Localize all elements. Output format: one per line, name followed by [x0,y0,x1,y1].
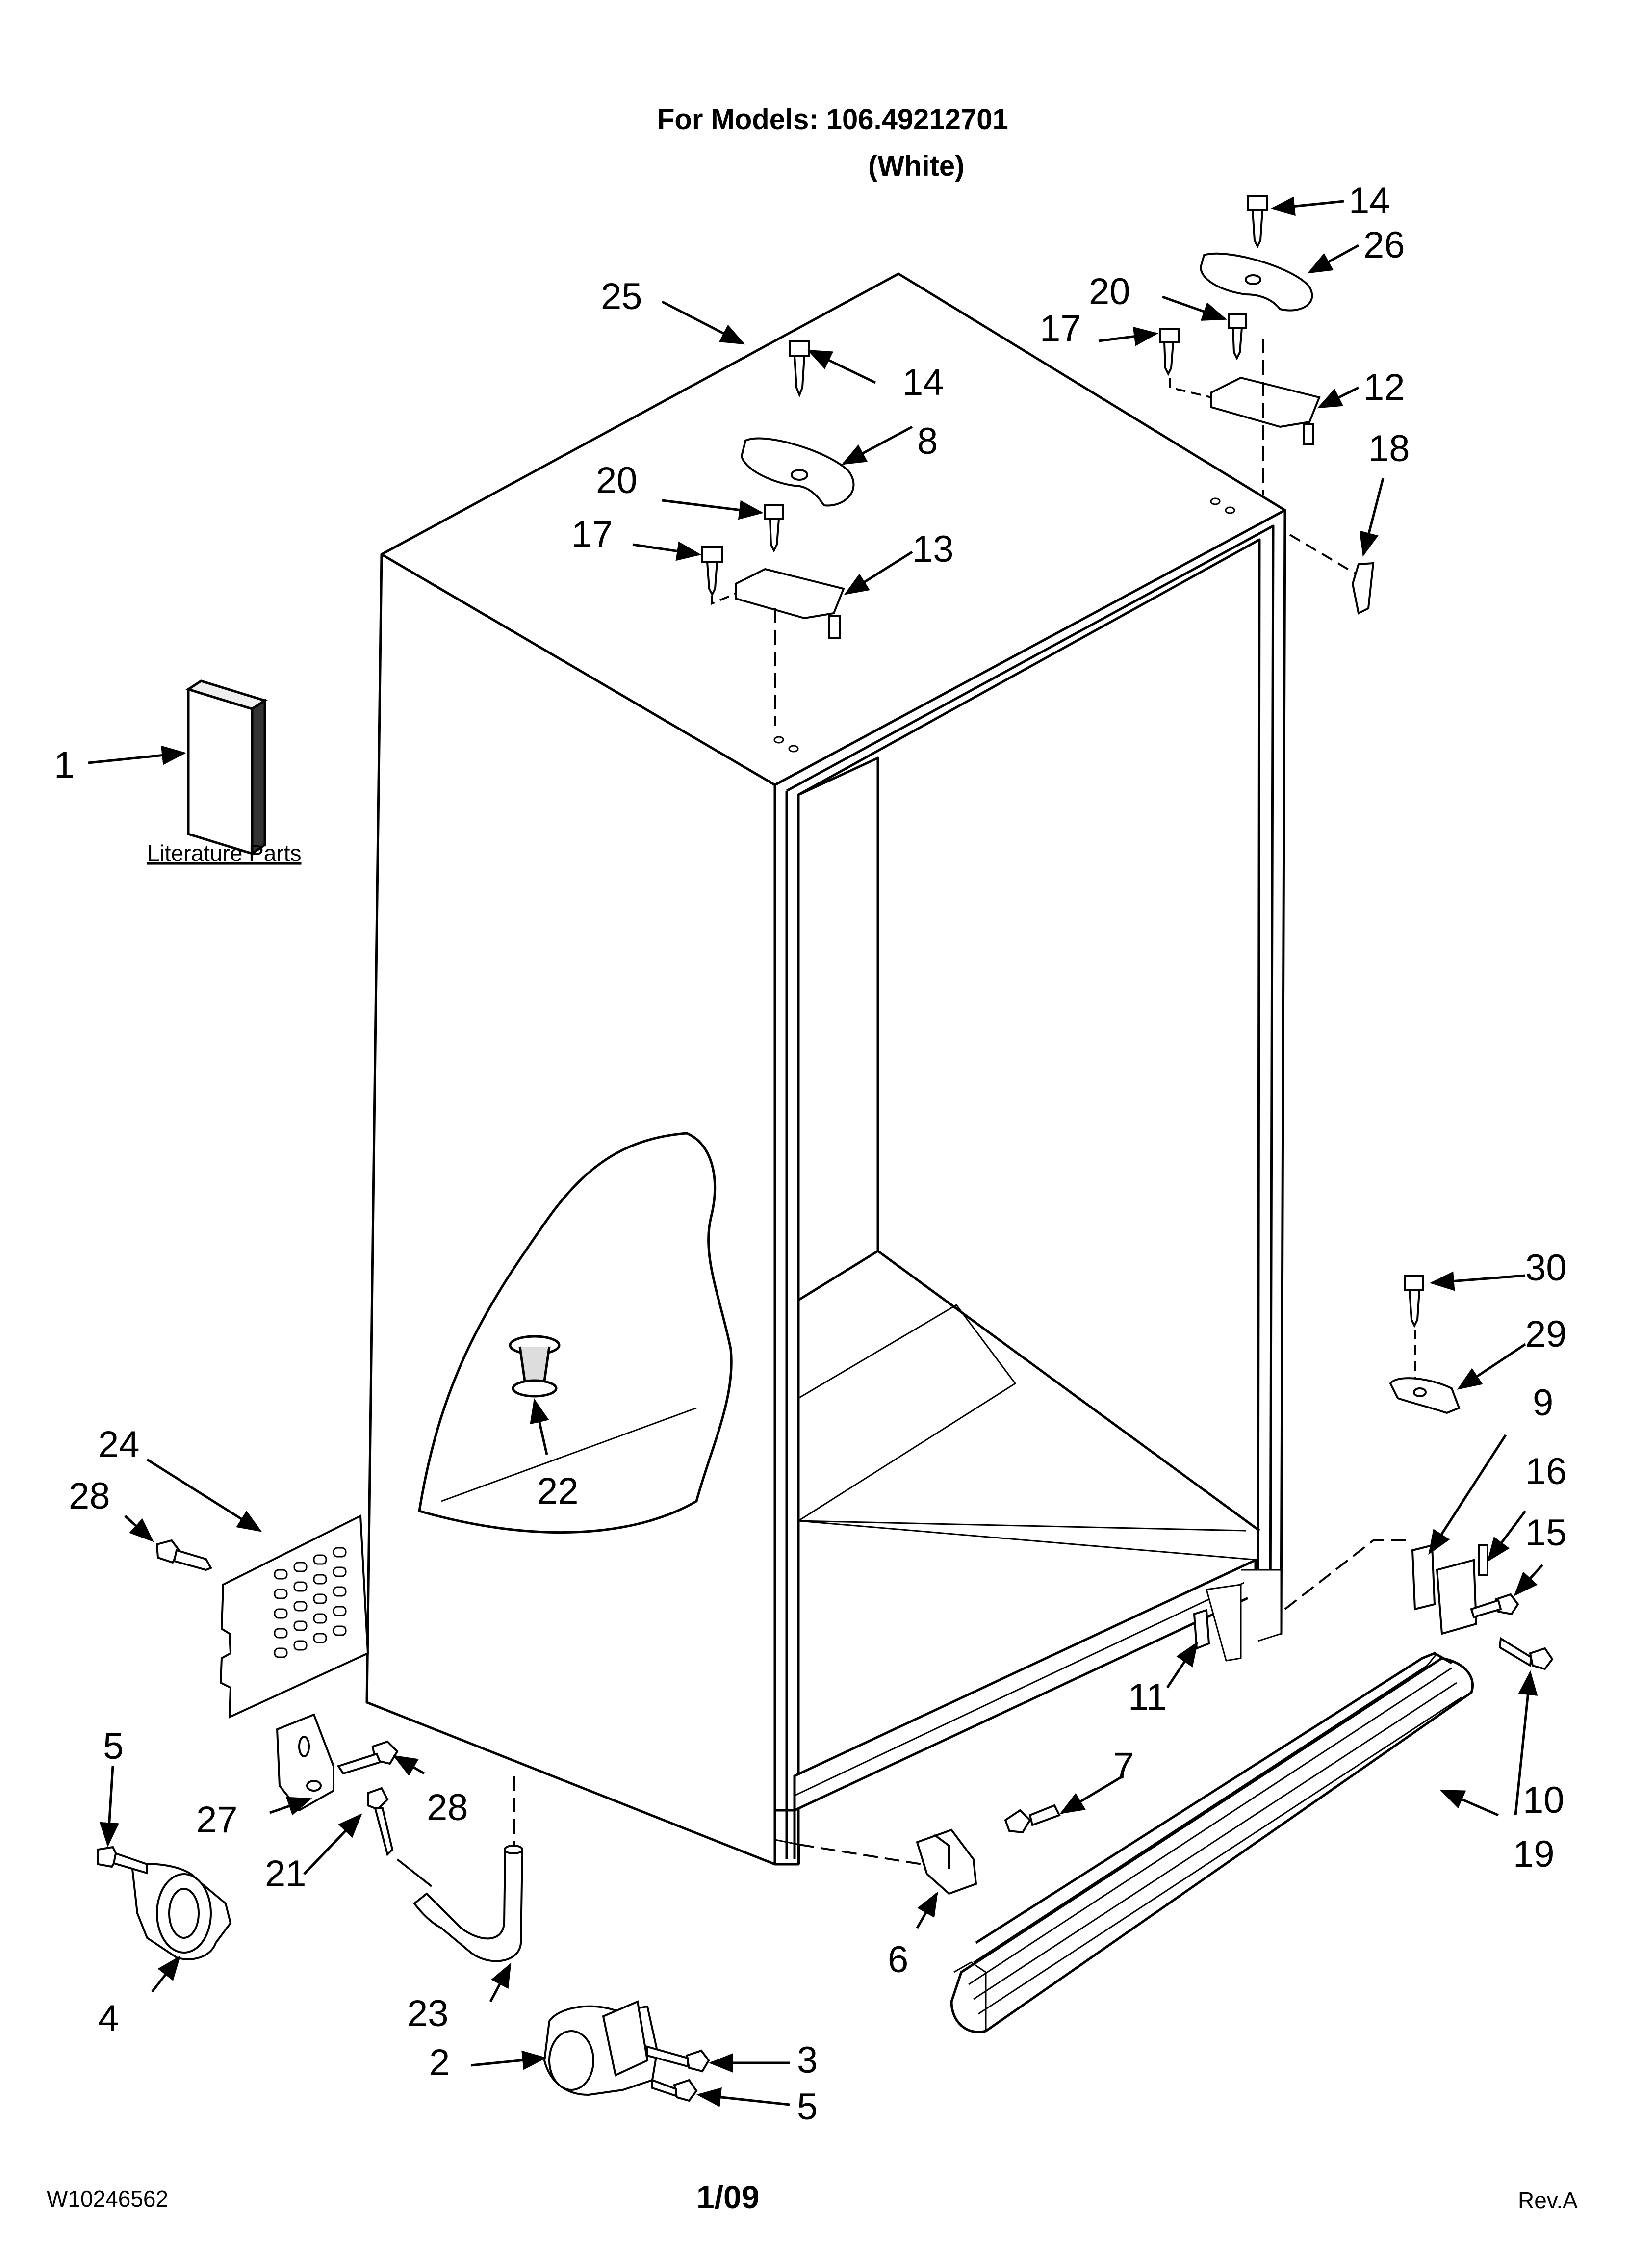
callout-20-right: 20 [1089,271,1130,313]
bottom-hinge-assembly [1284,1275,1554,1670]
callout-2: 2 [429,2042,450,2084]
callout-12: 12 [1363,366,1405,408]
grille-clips [799,1609,1210,1895]
callout-25: 25 [601,276,642,317]
callout-3: 3 [797,2039,818,2081]
callout-8: 8 [917,420,938,462]
callout-20-left: 20 [596,460,638,501]
page-number: 1/09 [696,2179,760,2215]
callout-5-left: 5 [103,1725,124,1767]
callout-numbers: 1 25 14 8 20 17 13 14 26 20 17 12 18 22 … [54,180,1567,2128]
leader-arrows [88,196,1543,2107]
callout-22: 22 [537,1470,579,1512]
callout-10: 10 [1523,1779,1565,1821]
front-roller-assembly [543,2000,710,2102]
rear-roller-assembly [97,1713,524,1962]
callout-14-right: 14 [1349,180,1390,222]
callout-30: 30 [1525,1247,1567,1289]
callout-7: 7 [1113,1745,1134,1787]
toe-grille [950,1652,1474,2033]
callout-14-left: 14 [902,362,944,403]
callout-1: 1 [54,744,75,786]
callout-13: 13 [912,528,954,570]
callout-23: 23 [407,1993,449,2034]
callout-18: 18 [1368,428,1410,469]
callout-28-right: 28 [427,1787,468,1828]
literature-parts-booklet [185,679,268,856]
callout-6: 6 [888,1939,908,1981]
callout-11: 11 [1128,1676,1167,1718]
cabinet [365,272,1286,1866]
document-id: W10246562 [47,2186,169,2212]
side-cutaway [418,1132,733,1534]
callout-21: 21 [265,1853,307,1895]
callout-24: 24 [98,1424,140,1465]
callout-19: 19 [1513,1833,1555,1875]
diagram-title: For Models: 106.49212701 [657,104,1008,135]
callout-4: 4 [98,1998,119,2039]
top-hinge-right [1159,195,1375,615]
model-variant: (White) [868,150,965,182]
rear-access-panel [155,1514,369,1719]
callout-16: 16 [1525,1451,1567,1492]
literature-parts-label: Literature Parts [147,840,301,866]
revision-label: Rev.A [1518,2188,1578,2213]
callout-26: 26 [1363,224,1405,266]
callout-9: 9 [1533,1382,1553,1424]
callout-17-right: 17 [1040,308,1081,349]
callout-5-right: 5 [797,2086,818,2128]
callout-15: 15 [1525,1512,1567,1554]
callout-29: 29 [1525,1313,1567,1355]
top-hinge-left [701,340,855,726]
callout-17-left: 17 [571,514,613,555]
callout-28-left: 28 [69,1475,110,1517]
callout-27: 27 [196,1799,238,1841]
